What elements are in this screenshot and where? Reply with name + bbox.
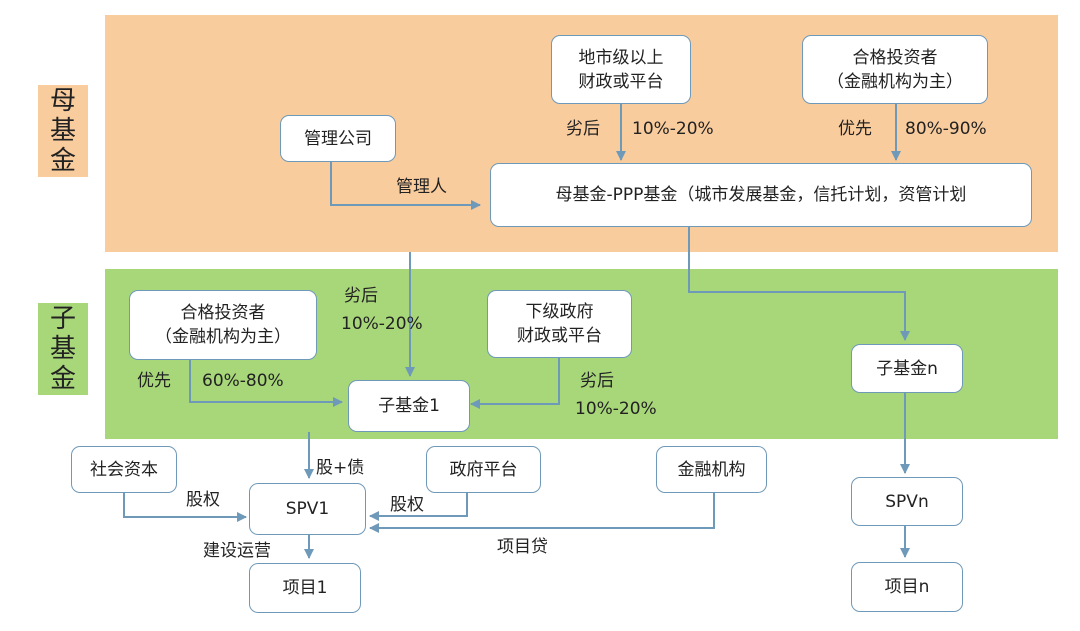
sub-fund-1-node: 子基金1 [348,380,470,432]
side-char: 金 [49,364,76,394]
node-line: 财政或平台 [517,326,602,346]
edge-social-capital-to-spv1 [123,493,247,522]
local-finance-node: 地市级以上 财政或平台 [551,35,691,104]
equity-left-label: 股权 [186,490,220,510]
side-char: 基 [49,334,76,364]
node-line: （金融机构为主） [827,71,963,92]
project-n-node: 项目n [851,562,963,612]
node-text: 金融机构 [677,459,746,480]
management-company-node: 管理公司 [280,115,396,162]
sub-fund-n-node: 子基金n [851,344,963,393]
edge-manager-to-mother-fund [330,162,481,210]
child-junior-right-label: 劣后 [580,371,614,391]
node-line: 地市级以上 [578,47,664,68]
mother-junior-pct-label: 10%-20% [632,119,714,139]
node-text: 政府平台 [449,459,518,480]
project-1-node: 项目1 [249,563,361,613]
side-char: 子 [49,304,76,334]
node-line: 下级政府 [525,302,594,322]
qualified-investor-child-node: 合格投资者 （金融机构为主） [129,290,317,360]
project-loan-label: 项目贷 [497,537,548,557]
node-line: 合格投资者 [852,47,938,68]
spv-n-node: SPVn [851,477,963,526]
manager-label: 管理人 [396,177,447,197]
child-junior-top-label: 劣后 [344,286,378,306]
mother-fund-node: 母基金-PPP基金（城市发展基金，信托计划，资管计划 [490,163,1032,227]
financial-institution-node: 金融机构 [656,446,767,493]
child-junior-top-pct-label: 10%-20% [341,314,423,334]
equity-debt-label: 股+债 [316,458,365,478]
mother-junior-label: 劣后 [566,119,600,139]
node-line: 合格投资者 [180,303,266,323]
sub-fund-side-label: 子 基 金 [38,303,88,395]
spv-1-node: SPV1 [249,483,366,535]
node-line: （金融机构为主） [155,327,291,347]
node-text: 子基金n [876,358,938,379]
edge-gov-platform-to-spv1 [369,493,468,521]
child-senior-label: 优先 [137,371,171,391]
government-platform-node: 政府平台 [426,446,541,493]
child-junior-right-pct-label: 10%-20% [575,399,657,419]
equity-right-label: 股权 [390,495,424,515]
side-char: 母 [49,86,76,116]
edge-mother-fund-to-sub-fund-n [688,227,910,341]
mother-senior-pct-label: 80%-90% [905,119,987,139]
qualified-investor-mother-node: 合格投资者 （金融机构为主） [802,35,988,104]
node-text: 管理公司 [304,128,372,149]
edge-financial-institution-to-spv1 [369,493,715,533]
lower-government-node: 下级政府 财政或平台 [487,290,632,358]
node-text: 项目n [884,577,930,597]
edge-lower-gov-to-sub-fund-1 [470,358,560,409]
node-line: 财政或平台 [578,71,664,92]
node-text: SPVn [885,491,929,512]
node-text: 项目1 [282,578,328,598]
node-text: 母基金-PPP基金（城市发展基金，信托计划，资管计划 [555,185,967,205]
child-senior-pct-label: 60%-80% [202,371,284,391]
side-char: 金 [49,146,76,176]
node-text: 社会资本 [90,459,158,480]
edge-investor-to-sub-fund-1 [189,360,343,407]
social-capital-node: 社会资本 [71,446,177,493]
mother-senior-label: 优先 [838,119,872,139]
node-text: SPV1 [285,499,330,519]
mother-fund-side-label: 母 基 金 [38,85,88,177]
construction-label: 建设运营 [203,541,271,561]
side-char: 基 [49,116,76,146]
node-text: 子基金1 [378,396,440,416]
